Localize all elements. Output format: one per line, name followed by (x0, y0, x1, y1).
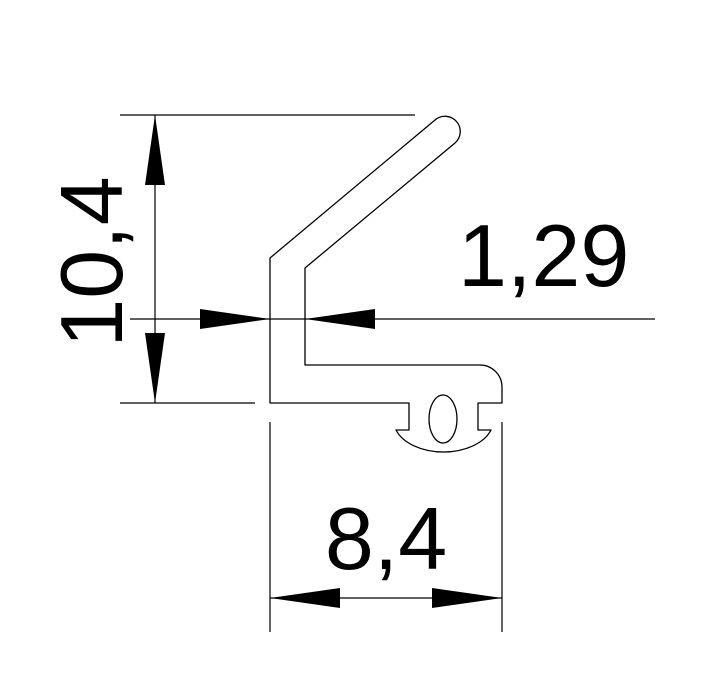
profile-outline (269, 115, 503, 453)
profile-slot-hole (428, 394, 458, 444)
height-dimension-label: 10,4 (42, 176, 141, 347)
thickness-arrow-right (305, 309, 375, 329)
height-arrow-bottom (145, 333, 165, 403)
width-arrow-left (270, 588, 340, 608)
height-dimension: 10,4 (42, 114, 415, 404)
thickness-dimension: 1,29 (130, 206, 655, 329)
extrusion-profile (269, 115, 503, 453)
height-arrow-top (145, 115, 165, 185)
width-arrow-right (432, 588, 502, 608)
thickness-dimension-label: 1,29 (458, 206, 629, 305)
width-dimension-label: 8,4 (325, 489, 447, 588)
width-dimension: 8,4 (269, 422, 503, 632)
thickness-arrow-left (200, 309, 270, 329)
